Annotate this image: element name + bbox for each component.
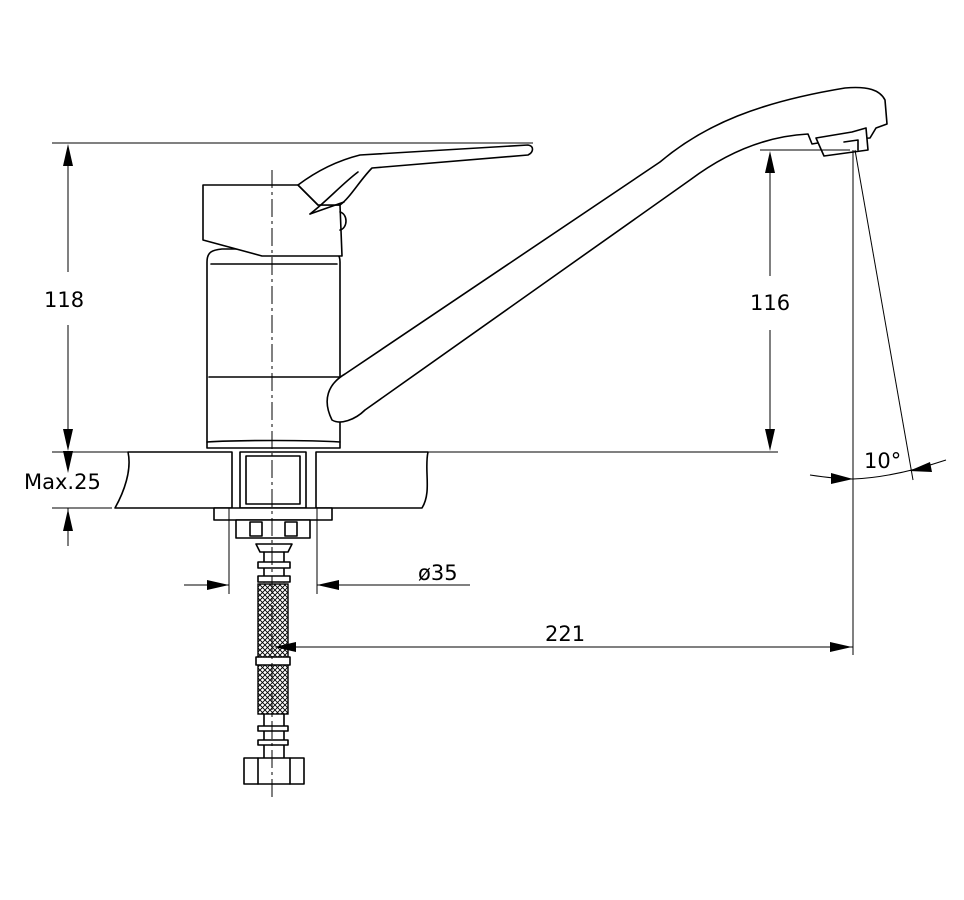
spout-tube <box>326 86 888 423</box>
faucet-body <box>202 144 534 449</box>
mounting-washer <box>213 507 333 521</box>
dimension-label-max25: Max.25 <box>24 470 101 494</box>
countertop-right <box>315 451 429 509</box>
lever-handle <box>297 144 534 206</box>
body-base-ring <box>206 439 341 443</box>
hose-nut <box>243 757 305 785</box>
dimension-spout-reach: 221 <box>274 150 854 655</box>
body-cylinder <box>206 248 341 449</box>
dimension-counter-thickness: Max.25 <box>24 451 112 546</box>
mounting-hardware <box>213 451 333 583</box>
countertop-section <box>114 451 429 509</box>
flexible-hose <box>243 583 305 785</box>
dimension-label-116: 116 <box>750 291 790 315</box>
countertop-left <box>114 451 233 509</box>
dimension-label-118: 118 <box>44 288 84 312</box>
dimension-spout-angle: 10° <box>809 149 947 484</box>
dimension-label-diameter: ø35 <box>418 561 458 585</box>
dimension-label-221: 221 <box>545 622 585 646</box>
spout <box>326 86 888 423</box>
aerator <box>815 127 869 157</box>
dimension-spout-height: 116 <box>428 149 850 453</box>
dimension-mounting-diameter: ø35 <box>184 508 470 594</box>
mounting-nut <box>235 519 311 539</box>
dimension-label-angle: 10° <box>864 449 901 473</box>
